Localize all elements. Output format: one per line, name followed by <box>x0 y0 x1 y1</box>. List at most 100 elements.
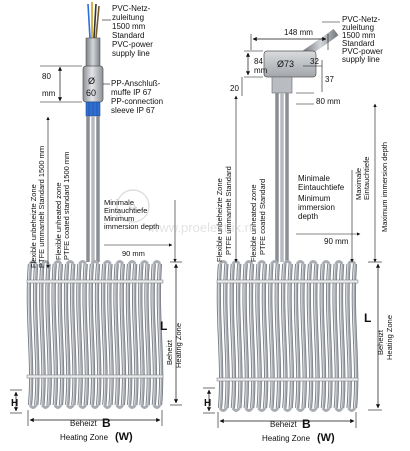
left-ptfe-de: PTFE ummantelt Standard 1500 mm <box>37 146 46 268</box>
coil-bend <box>78 260 87 265</box>
coil-clamp-band <box>216 279 359 284</box>
right-dim-20: 20 <box>230 84 239 93</box>
right-unheated-zone-de: Flexible unbeheizte Zone <box>215 178 224 262</box>
coil-bend <box>334 260 344 265</box>
left-sleeve-diameter: 60 <box>86 88 96 98</box>
left-coil-bundle <box>26 260 164 409</box>
coil-bend <box>115 404 125 409</box>
right-dim-32: 32 <box>310 57 319 66</box>
coil-bend <box>270 260 280 265</box>
right-flexible-tubes <box>275 92 289 262</box>
coil-bend <box>140 260 149 265</box>
left-flexible-tubes <box>86 115 100 262</box>
right-dim-84-unit: mm <box>254 66 268 75</box>
left-heated-zone-en: Heating Zone <box>174 323 183 368</box>
coil-bend <box>231 407 241 412</box>
right-dim-80: 80 mm <box>316 97 341 106</box>
coil-bend <box>65 404 75 409</box>
right-heated-zone-en: Heating Zone <box>385 315 394 360</box>
left-sleeve-diameter-symbol: Ø <box>88 76 95 86</box>
left-dim-90: 90 mm <box>122 249 145 258</box>
right-B-label: B <box>302 417 311 431</box>
coil-bend <box>65 260 75 265</box>
coil-bend <box>244 260 254 265</box>
right-immersion-label: Minimale Eintauchtiefe Minimum immersion… <box>298 174 347 221</box>
coil-bend <box>90 404 100 409</box>
watermark-logo: A <box>127 199 138 216</box>
watermark-url: www.proelektrik.ru <box>149 220 256 235</box>
left-dim-80-unit: mm <box>42 89 56 98</box>
coil-bend <box>295 407 305 412</box>
coil-bend <box>78 404 87 409</box>
coil-bend <box>218 407 228 412</box>
left-L-label: L <box>160 319 167 333</box>
right-dia-73: Ø73 <box>277 59 294 69</box>
left-cable-wires <box>85 2 101 69</box>
left-unheated-zone-en: Flexible unheated zone <box>54 182 63 260</box>
coil-bend <box>257 407 267 412</box>
right-L-label: L <box>364 311 371 325</box>
right-max-depth-en: Maximum immersion depth <box>380 142 389 232</box>
coil-bend <box>334 407 344 412</box>
coil-bend <box>321 260 331 265</box>
right-ptfe-en: PTFE coated Standard <box>258 179 267 255</box>
left-B-label: B <box>102 416 111 430</box>
right-unheated-zone-en: Flexible unheated zone <box>249 184 258 262</box>
coil-bend <box>103 404 112 409</box>
left-annotations: PVC-Netz- zuleitung 1500 mm Standard PVC… <box>10 4 183 443</box>
coil-bend <box>127 260 137 265</box>
coil-bend <box>257 260 267 265</box>
coil-bend <box>90 260 100 265</box>
right-H-label: H <box>204 398 211 409</box>
right-bottom-en: Heating Zone <box>262 434 311 443</box>
left-cable-label: PVC-Netz- zuleitung 1500 mm Standard PVC… <box>112 4 155 58</box>
left-bottom-de: Beheizt <box>70 419 97 428</box>
coil-bend <box>28 404 38 409</box>
coil-clamp-band <box>26 374 164 379</box>
coil-bend <box>127 404 137 409</box>
left-H-label: H <box>11 398 18 409</box>
coil-bend <box>308 407 318 412</box>
right-cable-label: PVC-Netz- zuleitung 1500 mm Standard PVC… <box>342 15 385 64</box>
left-sleeve-label: PP-Anschluß- muffe IP 67 PP-connection s… <box>111 79 165 115</box>
right-max-depth-de-1: Maximale <box>354 168 363 200</box>
left-immersion-label: Minimale Eintauchtiefe Minimum immersion… <box>104 198 159 231</box>
coil-bend <box>283 407 292 412</box>
left-W-label: (W) <box>115 431 133 443</box>
coil-bend <box>53 404 63 409</box>
left-heater <box>26 2 164 409</box>
coil-bend <box>218 260 228 265</box>
right-dim-148: 148 mm <box>284 28 313 37</box>
left-connection-sleeve <box>82 65 104 117</box>
right-heated-zone-de: Beheizt <box>376 329 385 355</box>
left-heated-zone-de: Beheizt <box>165 339 174 365</box>
left-ptfe-en: PTFE coated standard 1500 mm <box>62 152 71 260</box>
coil-bend <box>103 260 112 265</box>
right-heater <box>216 28 359 412</box>
right-ptfe-de: PTFE ummantelt Standard <box>224 166 233 255</box>
coil-bend <box>283 260 292 265</box>
coil-bend <box>152 260 162 265</box>
right-W-label: (W) <box>317 432 335 444</box>
coil-bend <box>347 407 357 412</box>
coil-bend <box>295 260 305 265</box>
coil-bend <box>140 404 149 409</box>
coil-bend <box>321 407 331 412</box>
coil-bend <box>41 404 50 409</box>
left-bottom-en: Heating Zone <box>60 433 109 442</box>
right-max-depth-de-2: Eintauchtiefe <box>362 157 371 200</box>
right-coil-bundle <box>216 260 359 412</box>
coil-bend <box>270 407 280 412</box>
coil-bend <box>244 407 254 412</box>
coil-bend <box>53 260 63 265</box>
coil-bend <box>115 260 125 265</box>
left-unheated-zone-de: Flexible unbeheizte Zone <box>29 184 38 268</box>
right-dim-84-value: 84 <box>254 57 263 66</box>
right-dim-90: 90 mm <box>324 237 349 246</box>
coil-bend <box>152 404 162 409</box>
left-dim-80-value: 80 <box>42 72 51 81</box>
right-dim-37: 37 <box>325 75 334 84</box>
coil-clamp-band <box>216 377 359 382</box>
